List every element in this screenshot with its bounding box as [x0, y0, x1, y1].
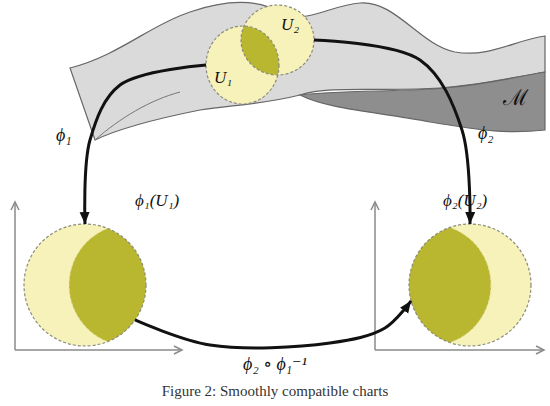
overlap-lens — [69, 224, 191, 346]
region-fill — [206, 26, 279, 104]
axis-arrowhead — [11, 202, 19, 210]
region-label: ϕ₁(U₁) — [135, 192, 179, 211]
x-axis — [375, 349, 543, 351]
manifold-fold — [300, 72, 545, 132]
region-label: U₂ — [281, 16, 299, 35]
map-label: ϕ₁ — [56, 126, 72, 146]
map-label: ϕ₂ ∘ ϕ₁⁻¹ — [243, 355, 307, 375]
x-axis — [15, 349, 181, 351]
map-label: ϕ₂ — [478, 124, 494, 144]
axis-arrowhead — [174, 346, 182, 354]
chart-image-outline — [408, 223, 532, 347]
manifold-edge — [95, 92, 180, 140]
overlap-lens — [369, 224, 491, 346]
manifold-label: ℳ — [503, 86, 528, 110]
chart-image: ϕ₂(U₂) — [408, 223, 532, 347]
region-outline — [241, 5, 314, 75]
manifold-top-sheet — [70, 2, 545, 140]
region-label: U₁ — [214, 69, 232, 88]
region-outline — [206, 26, 279, 104]
lens-outline — [369, 224, 491, 346]
figure-caption: Figure 2: Smoothly compatible charts — [0, 383, 550, 400]
axis-arrowhead — [371, 202, 379, 210]
axis-arrowhead — [536, 346, 544, 354]
manifold-surface: U₁ U₂ ℳ — [0, 0, 550, 145]
y-axis — [14, 203, 16, 350]
region-outline — [206, 26, 279, 104]
region-outline — [24, 224, 146, 346]
y-axis — [374, 203, 376, 350]
region-label: ϕ₂(U₂) — [443, 192, 487, 211]
chart-map-arrow — [135, 301, 411, 348]
chart-image: ϕ₁(U₁) — [23, 223, 147, 347]
lens-outline — [69, 224, 191, 346]
overlap-region — [206, 26, 279, 104]
chart-image-outline — [23, 223, 147, 347]
chart-domain-outline — [240, 4, 315, 76]
chart-domain: U₂ — [240, 4, 315, 76]
region-outline — [409, 224, 531, 346]
